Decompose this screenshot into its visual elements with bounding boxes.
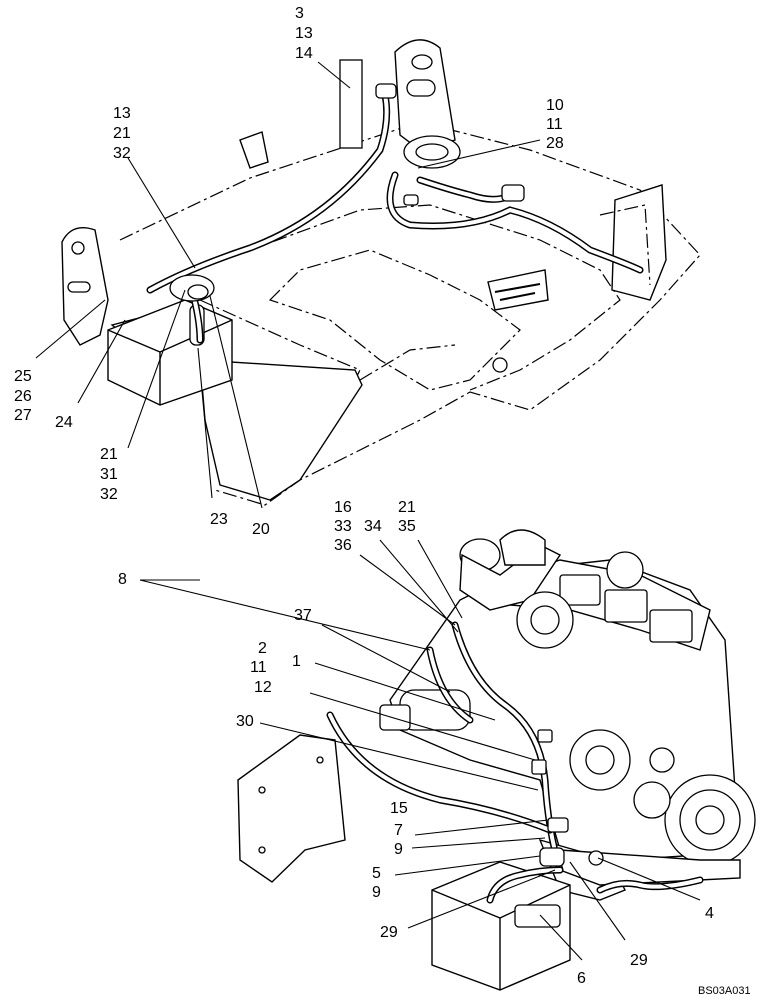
callout-label: 14 [295, 45, 313, 62]
side-shield [237, 734, 346, 883]
callout-label: 4 [705, 905, 714, 922]
callout-label: 29 [630, 952, 648, 969]
callout-label: 33 [334, 518, 352, 535]
callout-label: 31 [100, 466, 118, 483]
callout-label: 36 [334, 537, 352, 554]
callout-label: 24 [55, 414, 73, 431]
callout-label: 34 [364, 518, 382, 535]
engine-assembly [379, 529, 756, 901]
callout-label: 10 [546, 97, 564, 114]
callout-label: 6 [577, 970, 586, 987]
battery-lower [431, 861, 571, 991]
callout-label: 37 [294, 607, 312, 624]
callout-label: 9 [372, 884, 381, 901]
callout-label: 29 [380, 924, 398, 941]
callout-label: 8 [118, 571, 127, 588]
chassis-frame [61, 39, 701, 506]
callout-label: 1 [292, 653, 301, 670]
callout-label: 21 [113, 125, 131, 142]
callout-label: 11 [250, 659, 267, 676]
callout-label: 21 [398, 499, 416, 516]
callout-label: 5 [372, 865, 381, 882]
callout-label: 15 [390, 800, 408, 817]
callout-label: 30 [236, 713, 254, 730]
callout-label: 23 [210, 511, 228, 528]
lower-harness [326, 621, 704, 904]
callout-label: 13 [113, 105, 131, 122]
callout-label: 2 [258, 640, 267, 657]
callout-label: 9 [394, 841, 403, 858]
callout-label: 3 [295, 5, 304, 22]
callout-label: 32 [100, 486, 118, 503]
callout-label: 25 [14, 368, 32, 385]
callout-label: 27 [14, 407, 32, 424]
callout-label: 21 [100, 446, 118, 463]
leader-lines [35, 61, 701, 961]
callout-label: 32 [113, 145, 131, 162]
callout-label: 20 [252, 521, 270, 538]
callout-label: 11 [546, 116, 563, 133]
drawing-reference: BS03A031 [698, 985, 751, 997]
callout-label: 7 [394, 822, 403, 839]
callout-label: 28 [546, 135, 564, 152]
callout-label: 13 [295, 25, 313, 42]
upper-harness [146, 59, 644, 373]
callout-labels: 3 13 14 10 11 28 13 21 32 25 26 27 24 21… [14, 5, 714, 987]
callout-label: 35 [398, 518, 416, 535]
callout-label: 12 [254, 679, 272, 696]
callout-label: 16 [334, 499, 352, 516]
callout-label: 26 [14, 388, 32, 405]
